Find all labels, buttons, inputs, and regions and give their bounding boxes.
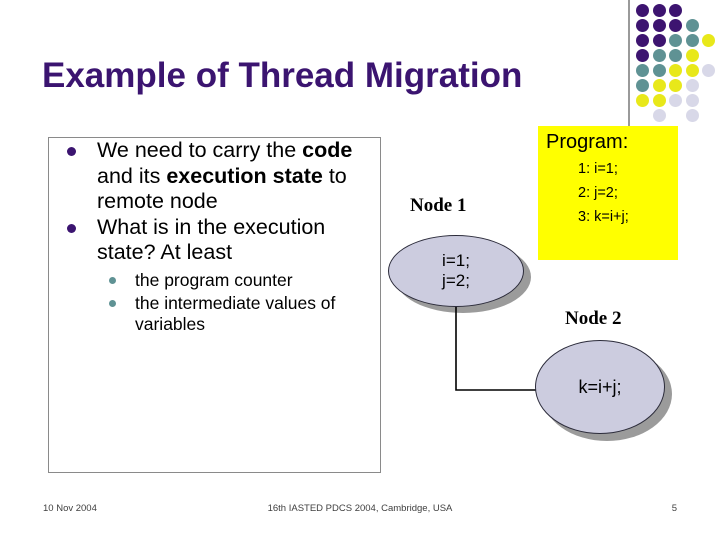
content-box: We need to carry the code and its execut…: [48, 137, 381, 473]
decorative-dot: [685, 34, 699, 47]
footer-page-number: 5: [671, 503, 677, 514]
bullet-text-segment: to remote node: [97, 163, 347, 214]
footer-conference: 16th IASTED PDCS 2004, Cambridge, USA: [267, 503, 453, 514]
bullet-text-segment: We need to carry the: [97, 138, 303, 162]
node2-ellipse: k=i+j;: [535, 340, 665, 434]
bullet-item-2: What is in the execution state? At least…: [49, 215, 380, 335]
footer-date: 10 Nov 2004: [43, 503, 97, 514]
decorative-dot: [652, 79, 666, 92]
sub-bullet-text-2: the intermediate values of variables: [135, 292, 336, 334]
decorative-dot: [702, 34, 715, 47]
program-line-2: 2: j=2;: [578, 184, 618, 201]
decorative-dot: [652, 4, 666, 17]
sub-bullet-marker-icon: [109, 299, 116, 307]
decorative-dot: [636, 64, 649, 77]
node1-line1: i=1;: [442, 251, 470, 271]
decorative-dot: [669, 94, 682, 107]
bullet-text-1: We need to carry the code and its execut…: [97, 138, 352, 213]
bullet-marker-icon: [67, 223, 76, 233]
decorative-dot: [636, 19, 649, 32]
decorative-dot: [702, 64, 715, 77]
decorative-dot: [636, 4, 649, 17]
decorative-dot: [669, 79, 682, 92]
decorative-dot: [685, 19, 699, 32]
bullet-text-segment: and its: [97, 163, 167, 188]
decorative-dot: [685, 79, 699, 92]
decorative-dot: [652, 49, 666, 62]
program-line-1: 1: i=1;: [578, 161, 618, 177]
decorative-dot: [685, 64, 699, 77]
decorative-dot: [652, 109, 666, 122]
decorative-dot: [636, 79, 649, 92]
decorative-dot-grid: [636, 4, 720, 126]
decorative-dot: [636, 34, 649, 47]
node1-line2: j=2;: [442, 271, 470, 290]
bullet-text-emphasis: code: [302, 138, 353, 162]
decorative-dot: [669, 4, 682, 17]
decorative-dot: [669, 19, 682, 32]
node2-label: Node 2: [565, 308, 622, 329]
sub-bullet-text-1: the program counter: [135, 269, 293, 290]
decorative-dot: [669, 34, 682, 47]
program-line-3: 3: k=i+j;: [578, 208, 629, 225]
bullet-marker-icon: [67, 147, 76, 156]
sub-bullet-item-1: the program counter: [97, 270, 380, 291]
bullet-list: We need to carry the code and its execut…: [49, 138, 380, 335]
decorative-dot: [685, 94, 699, 107]
decorative-dot: [636, 94, 649, 107]
sub-bullet-marker-icon: [109, 276, 116, 284]
bullet-text-emphasis: execution state: [166, 163, 323, 188]
decorative-dot: [685, 49, 699, 62]
decorative-dot: [669, 64, 682, 77]
node1-ellipse: i=1; j=2;: [388, 235, 524, 307]
decorative-dot: [636, 49, 649, 62]
sub-bullet-item-2: the intermediate values of variables: [97, 293, 380, 335]
decorative-dot: [652, 34, 666, 47]
decorative-dot: [669, 49, 682, 62]
node1-label: Node 1: [410, 195, 467, 216]
bullet-item-1: We need to carry the code and its execut…: [49, 138, 380, 215]
page-title: Example of Thread Migration: [42, 56, 523, 95]
decorative-dot: [652, 94, 666, 107]
program-box-title: Program:: [546, 131, 629, 153]
node2-text: k=i+j;: [578, 376, 622, 397]
bullet-text-2: What is in the execution state? At least: [97, 214, 326, 265]
sub-bullet-list: the program counter the intermediate val…: [97, 270, 380, 335]
decorative-dot: [652, 64, 666, 77]
decorative-dot: [652, 19, 666, 32]
program-box: Program: 1: i=1; 2: j=2; 3: k=i+j;: [538, 126, 678, 260]
decorative-dot: [685, 109, 699, 122]
decorative-vertical-rule: [628, 0, 630, 129]
